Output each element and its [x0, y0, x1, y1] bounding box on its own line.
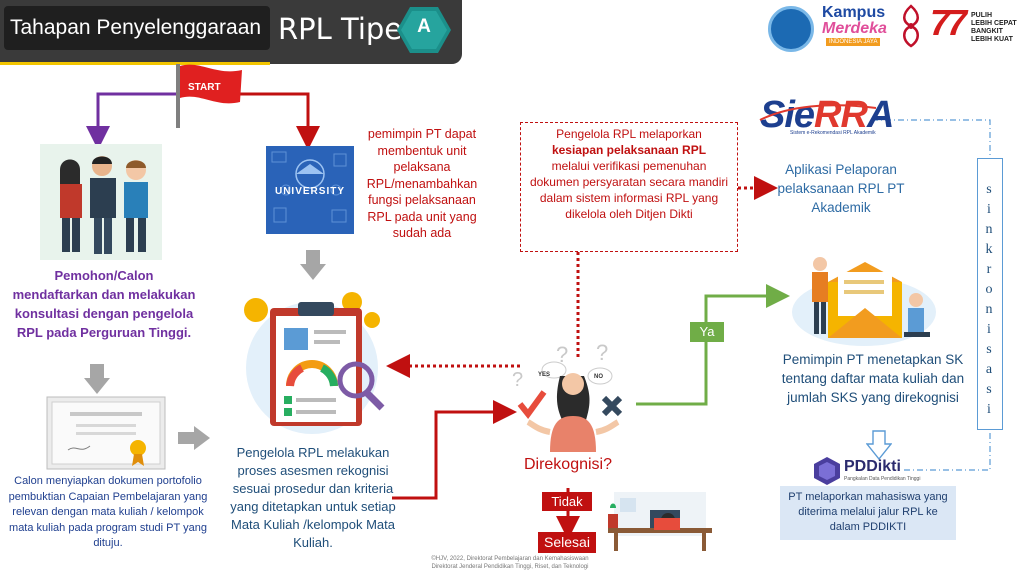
- tut-wuri-handayani-logo: [768, 6, 814, 52]
- svg-text:?: ?: [512, 369, 523, 391]
- thinking-woman-illustration: ? ? ?: [512, 340, 623, 452]
- bubble-yes-label: YES: [538, 372, 551, 378]
- decision-label: Direkognisi?: [523, 456, 613, 473]
- report-readiness-box: [520, 122, 738, 252]
- type-badge: A: [417, 16, 431, 37]
- rpl-type-label: RPL Tipe: [278, 12, 403, 46]
- start-label: START: [188, 82, 221, 93]
- start-flag-icon: [176, 64, 242, 128]
- hexagon-badge-icon: [397, 7, 451, 53]
- header-title-panel: [4, 6, 270, 50]
- hut-77-logo: 77: [930, 2, 967, 43]
- sierra-subtitle: Sistem e-Rekomendasi RPL Akademik: [790, 130, 876, 136]
- down-arrow-icon: [84, 364, 110, 394]
- sinkronisasi-box: [977, 158, 1003, 430]
- person-at-desk-illustration: [608, 492, 712, 551]
- sierra-logo: SieRRA: [760, 94, 894, 136]
- applicant-description: Pemohon/Calon mendaftarkan dan melakukan…: [12, 268, 196, 340]
- university-label: UNIVERSITY: [274, 186, 345, 197]
- kampus-merdeka-logo-line2: Merdeka: [822, 20, 887, 37]
- pddikti-report-box: [780, 486, 956, 540]
- pddikti-report-text: PT melaporkan mahasiswa yang diterima me…: [788, 491, 948, 533]
- pddikti-logo-text: PDDikti: [844, 458, 901, 475]
- assessment-clipboard-illustration: [244, 292, 385, 434]
- sk-description: Pemimpin PT menetapkan SK tentang daftar…: [781, 352, 965, 405]
- down-arrow-outline-icon: [866, 430, 892, 460]
- down-arrow-icon: [300, 250, 326, 280]
- no-label: Tidak: [542, 492, 592, 511]
- pddikti-logo-icon: [814, 457, 840, 485]
- sierra-description: Aplikasi Pelaporan pelaksanaan RPL PT Ak…: [777, 162, 905, 215]
- page-title: Tahapan Penyelenggaraan: [10, 16, 262, 39]
- header-accent-line: [0, 62, 270, 65]
- kampus-merdeka-logo-line1: Kampus: [822, 4, 886, 21]
- svg-text:?: ?: [596, 340, 608, 365]
- unit-description: pemimpin PT dapat membentuk unit pelaksa…: [366, 127, 478, 240]
- slogan-text: PULIH LEBIH CEPAT BANGKIT LEBIH KUAT: [971, 12, 1017, 43]
- sierra-swoosh-icon: [759, 104, 877, 121]
- university-tile-icon: [266, 146, 354, 234]
- sk-envelope-illustration: [792, 257, 936, 346]
- right-arrow-icon: [178, 426, 210, 450]
- certificate-icon: [46, 396, 166, 470]
- bubble-no-label: NO: [594, 374, 603, 380]
- done-label: Selesai: [538, 532, 596, 553]
- report-readiness-text: Pengelola RPL melaporkan kesiapan pelaks…: [529, 127, 729, 221]
- students-illustration: [40, 144, 162, 260]
- yes-label: Ya: [690, 322, 724, 342]
- pddikti-logo-subtitle: Pangkalan Data Pendidikan Tinggi: [844, 476, 921, 482]
- kampus-merdeka-tagline: INDONESIA JAYA: [826, 38, 881, 46]
- svg-text:?: ?: [556, 342, 568, 367]
- ornament-logo-icon: [903, 4, 919, 48]
- assessment-description: Pengelola RPL melakukan proses asesmen r…: [230, 445, 396, 550]
- footer-credit: ©HJV, 2022, Direktorat Pembelajaran dan …: [431, 556, 589, 570]
- portfolio-description: Calon menyiapkan dokumen portofolio pemb…: [8, 475, 208, 549]
